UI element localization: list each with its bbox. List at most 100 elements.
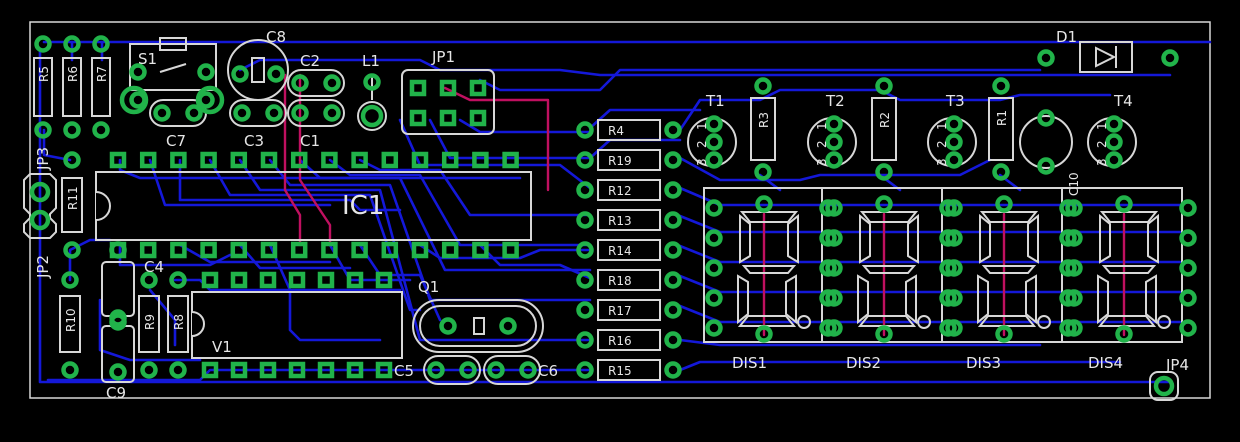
component-pad — [875, 163, 893, 181]
display-pad — [1179, 289, 1197, 307]
component-pad — [754, 163, 772, 181]
display-pad — [819, 319, 837, 337]
resistor-pad — [576, 331, 594, 349]
display-pad — [755, 325, 773, 343]
s1-label: S1 — [138, 50, 157, 68]
display-pad — [1179, 199, 1197, 217]
display-pad — [1059, 199, 1077, 217]
seven-segment-digit — [737, 211, 811, 329]
capacitor-pad — [519, 361, 537, 379]
v1-pin-pad — [346, 271, 364, 289]
ic1-pin-pad — [200, 241, 217, 259]
display-pad — [1059, 229, 1077, 247]
resistor-label: R18 — [608, 274, 632, 288]
display-pad — [1065, 289, 1083, 307]
resistor-body — [597, 209, 661, 231]
ic1-pin-pad — [502, 151, 519, 169]
v1-pin-pad — [259, 361, 277, 379]
r9-label: R9 — [143, 314, 157, 330]
display-pad — [1179, 319, 1197, 337]
ic1-pin-pad — [441, 151, 459, 169]
resistor-body — [597, 329, 661, 351]
segment — [739, 213, 751, 264]
capacitor-pad — [427, 361, 445, 379]
capacitor-pad — [291, 74, 309, 92]
transistor-pin-label: 3 — [935, 158, 949, 166]
display-pad — [705, 229, 723, 247]
display-pad — [825, 259, 843, 277]
jp1-label: JP1 — [431, 48, 455, 66]
resistor-label: R13 — [608, 214, 632, 228]
ic1-pin-pad — [441, 241, 459, 259]
jp3-label: JP3 — [34, 147, 52, 171]
c3-label: C3 — [244, 132, 264, 150]
l1-label: L1 — [362, 52, 380, 70]
resistor-pad — [576, 301, 594, 319]
ic1-pin-pad — [139, 241, 157, 259]
display-pad — [945, 229, 963, 247]
component-pad — [109, 241, 127, 259]
component-pad — [63, 151, 81, 169]
ic1-pin-pad — [109, 151, 127, 169]
component-pad — [109, 363, 127, 381]
display-pad — [825, 319, 843, 337]
r3-label: R3 — [757, 112, 771, 128]
display-pad — [945, 289, 963, 307]
s1-pad — [197, 91, 215, 109]
display-pad — [1059, 289, 1077, 307]
display-pad — [1179, 259, 1197, 277]
segment — [1101, 265, 1157, 274]
capacitor-pad — [233, 104, 251, 122]
component-pad — [63, 121, 81, 139]
c8-label: C8 — [266, 28, 286, 46]
ic1-pin-pad — [472, 241, 489, 259]
segment — [861, 265, 917, 274]
ic1-pin-pad — [351, 151, 368, 169]
capacitor-pad — [153, 104, 171, 122]
decimal-point — [1037, 315, 1051, 329]
jp2-pad — [29, 209, 51, 231]
jp2-label: JP2 — [34, 255, 52, 279]
resistor-pad — [576, 121, 594, 139]
transistor-pad — [705, 115, 723, 133]
v1-pin-pad — [201, 361, 219, 379]
display-pad — [819, 289, 837, 307]
component-pad — [140, 271, 158, 289]
segment — [787, 213, 799, 264]
display-pad — [1065, 229, 1083, 247]
segment — [857, 274, 869, 325]
display-pad — [939, 199, 957, 217]
transistor-pad — [945, 115, 963, 133]
c5-label: C5 — [394, 362, 414, 380]
transistor-pad — [945, 151, 963, 169]
dis3-label: DIS3 — [966, 354, 1001, 372]
ic1-pin-pad — [381, 241, 399, 259]
segment — [1027, 213, 1039, 264]
q1-pad — [439, 317, 457, 335]
ic1-pin-pad — [290, 151, 308, 169]
resistor-body — [597, 359, 661, 381]
transistor-pad — [825, 133, 843, 151]
display-pad — [825, 199, 843, 217]
transistor-pad — [705, 133, 723, 151]
resistor-pad — [576, 361, 594, 379]
v1-pin-pad — [201, 271, 219, 289]
v1-pin-pad — [230, 271, 248, 289]
resistor-pad — [664, 241, 682, 259]
segment — [977, 315, 1037, 327]
capacitor-pad — [323, 104, 341, 122]
seven-segment-digit — [977, 211, 1051, 329]
component-pad — [109, 313, 127, 331]
c8-pad — [267, 65, 285, 83]
ic1-pin-pad — [260, 151, 278, 169]
display-pad — [945, 259, 963, 277]
ic1-pin-pad — [472, 151, 489, 169]
segment — [977, 274, 989, 325]
ic1-pin-pad — [321, 151, 338, 169]
resistor-body — [597, 149, 661, 171]
r8-label: R8 — [172, 314, 186, 330]
decimal-point — [797, 315, 811, 329]
resistor-pad — [576, 151, 594, 169]
resistor-pad — [576, 241, 594, 259]
c10-label: C10 — [1067, 172, 1081, 196]
